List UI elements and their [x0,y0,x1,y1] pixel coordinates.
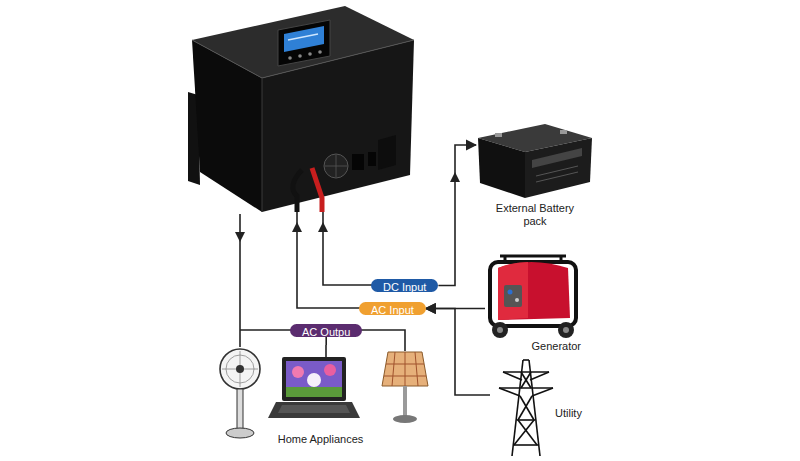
utility-node: Utility [490,352,590,458]
battery-illustration [478,124,592,198]
connector [426,309,490,396]
node-label: Home Appliances [208,433,433,446]
dc-input-pill: DC Input [371,279,438,292]
node-label: Generator [531,340,581,353]
generator-node: Generator [485,252,597,356]
connector [325,337,327,345]
node-label: Utility [555,407,582,420]
pill-label: AC Outpu [302,326,350,338]
ac-output-pill: AC Outpu [290,324,362,337]
fan-illustration [220,349,260,438]
connector [438,145,476,286]
utility-tower [499,360,553,456]
arrow-head [292,222,302,232]
laptop-illustration [268,357,360,418]
generator-illustration [490,256,576,338]
battery-node: External Battery pack [476,122,594,230]
inverter-illustration [188,6,414,212]
lamp-illustration [382,352,428,423]
dc-wire [323,212,405,285]
node-label: External Battery pack [495,202,575,228]
arrow-head [235,232,245,242]
arrow-head [318,222,328,232]
laptop-drop [325,345,327,357]
pill-label: DC Input [383,281,426,293]
ac-input-pill: AC Input [359,302,426,315]
appliances-node: Home Appliances [208,345,433,453]
pill-label: AC Input [371,304,414,316]
ac-input-wire [297,212,392,308]
